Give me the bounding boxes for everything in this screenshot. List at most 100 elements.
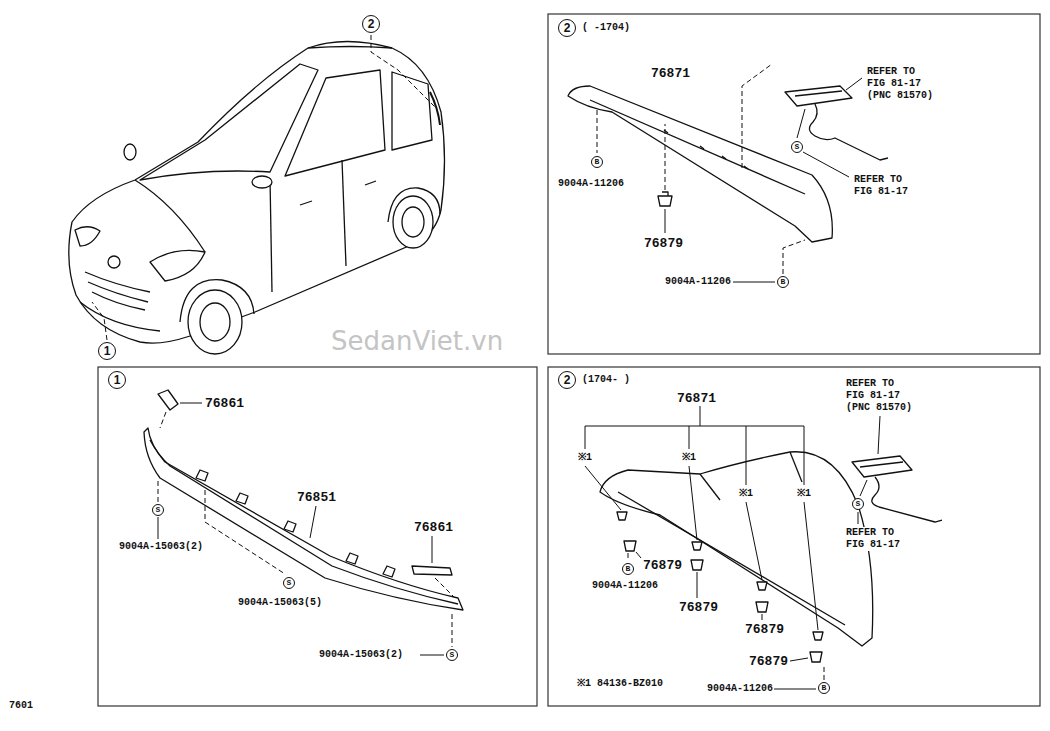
spoiler-drawing — [872, 477, 942, 522]
spoiler-drawing — [568, 86, 888, 242]
car-illustration — [342, 160, 346, 266]
spoiler-drawing — [618, 492, 845, 625]
spoiler-drawing — [813, 632, 823, 640]
molding-drawing — [383, 566, 395, 577]
leader-line — [665, 78, 862, 282]
molding-drawing — [412, 566, 452, 575]
part-number: 76879 — [643, 236, 684, 251]
leader-line — [665, 209, 666, 233]
range-note: (1704- ) — [581, 374, 631, 385]
spoiler-drawing — [664, 130, 748, 169]
hidden-line — [158, 412, 455, 647]
panel-frame — [98, 367, 537, 706]
fastener-symbol: S — [791, 141, 803, 153]
car-illustration — [270, 178, 272, 292]
leader-line — [803, 152, 849, 177]
car-illustration — [69, 42, 445, 344]
fastener-symbol: S — [446, 649, 458, 661]
part-number: 76871 — [650, 66, 691, 81]
car-illustration — [402, 207, 424, 237]
spoiler-drawing — [617, 512, 627, 520]
leader-line — [797, 109, 805, 138]
spoiler-drawing — [624, 541, 636, 551]
note-mark: ※1 — [681, 452, 697, 464]
note-mark: ※1 — [796, 488, 812, 500]
car-illustration — [92, 292, 145, 310]
part-number: 76871 — [676, 391, 717, 406]
spoiler-drawing — [658, 196, 672, 206]
leader-line — [762, 614, 763, 620]
callout-number: 1 — [114, 374, 121, 386]
car-illustration — [69, 42, 445, 355]
callout-number: 2 — [368, 18, 375, 30]
spoiler-drawing — [600, 452, 873, 646]
fastener-symbol: S — [852, 498, 864, 510]
leader-line — [585, 426, 804, 485]
molding-drawing — [346, 553, 358, 564]
molding-drawing — [284, 521, 296, 532]
hidden-line — [783, 240, 805, 274]
reference-note: REFER TO FIG 81-17 (PNC 81570) — [845, 378, 917, 414]
spoiler-drawing — [691, 560, 703, 570]
callout-number: 2 — [564, 374, 571, 386]
car-illustration — [150, 250, 205, 281]
leader-line — [878, 416, 880, 454]
spoiler-drawing — [757, 582, 767, 590]
leader-line — [858, 512, 859, 524]
part-number: 76879 — [642, 558, 683, 573]
spoiler-drawing — [852, 456, 912, 477]
car-illustration — [285, 70, 385, 176]
leader-line — [697, 572, 698, 598]
molding-drawing — [158, 390, 178, 410]
callout-circle: 2( -1704) — [558, 19, 576, 37]
fastener-symbol: S — [152, 504, 164, 516]
part-number: 9004A-11206 — [664, 276, 732, 288]
fastener-symbol: S — [283, 577, 295, 589]
spoiler-drawing — [600, 452, 942, 662]
part-number: 9004A-15063(2) — [118, 541, 204, 553]
watermark: SedanViet.vn — [330, 326, 504, 356]
car-illustration — [88, 282, 148, 302]
note-mark: ※1 — [738, 488, 754, 500]
leader-line — [860, 480, 867, 496]
leader-line — [636, 552, 641, 558]
leader-line — [158, 517, 159, 539]
car-illustration — [85, 272, 150, 292]
spoiler-drawing — [692, 542, 702, 550]
range-note: ( -1704) — [581, 22, 631, 33]
car-illustration — [188, 290, 242, 354]
hidden-line — [824, 665, 825, 680]
molding-drawing — [144, 428, 463, 610]
leader-line — [733, 282, 775, 283]
hidden-line — [205, 490, 285, 574]
car-illustration — [124, 144, 136, 160]
part-number: 9004A-11206 — [557, 178, 625, 190]
leader-line — [180, 403, 202, 404]
note-mark: ※1 84136-BZ010 — [576, 678, 664, 690]
hidden-line — [665, 124, 666, 190]
leader-line — [700, 406, 701, 426]
spoiler-drawing — [700, 474, 720, 500]
spoiler-drawing — [756, 602, 768, 612]
spoiler-drawing — [795, 91, 842, 96]
panel-frame — [548, 14, 1040, 354]
molding-drawing — [150, 440, 458, 604]
car-illustration — [365, 181, 376, 185]
leader-line — [774, 689, 816, 690]
hidden-line — [597, 110, 598, 153]
hidden-line — [435, 578, 455, 598]
spoiler-drawing — [810, 652, 822, 662]
fastener-symbol: B — [777, 276, 789, 288]
molding-drawing — [196, 470, 208, 481]
reference-note: REFER TO FIG 81-17 — [853, 174, 925, 198]
hidden-line — [452, 614, 453, 647]
spoiler-drawing — [662, 192, 668, 196]
spoiler-drawing — [568, 86, 832, 242]
spoiler-drawing — [790, 452, 802, 482]
leader-line — [585, 406, 880, 689]
part-number: 76851 — [296, 490, 337, 505]
part-number: 9004A-11206 — [591, 580, 659, 592]
